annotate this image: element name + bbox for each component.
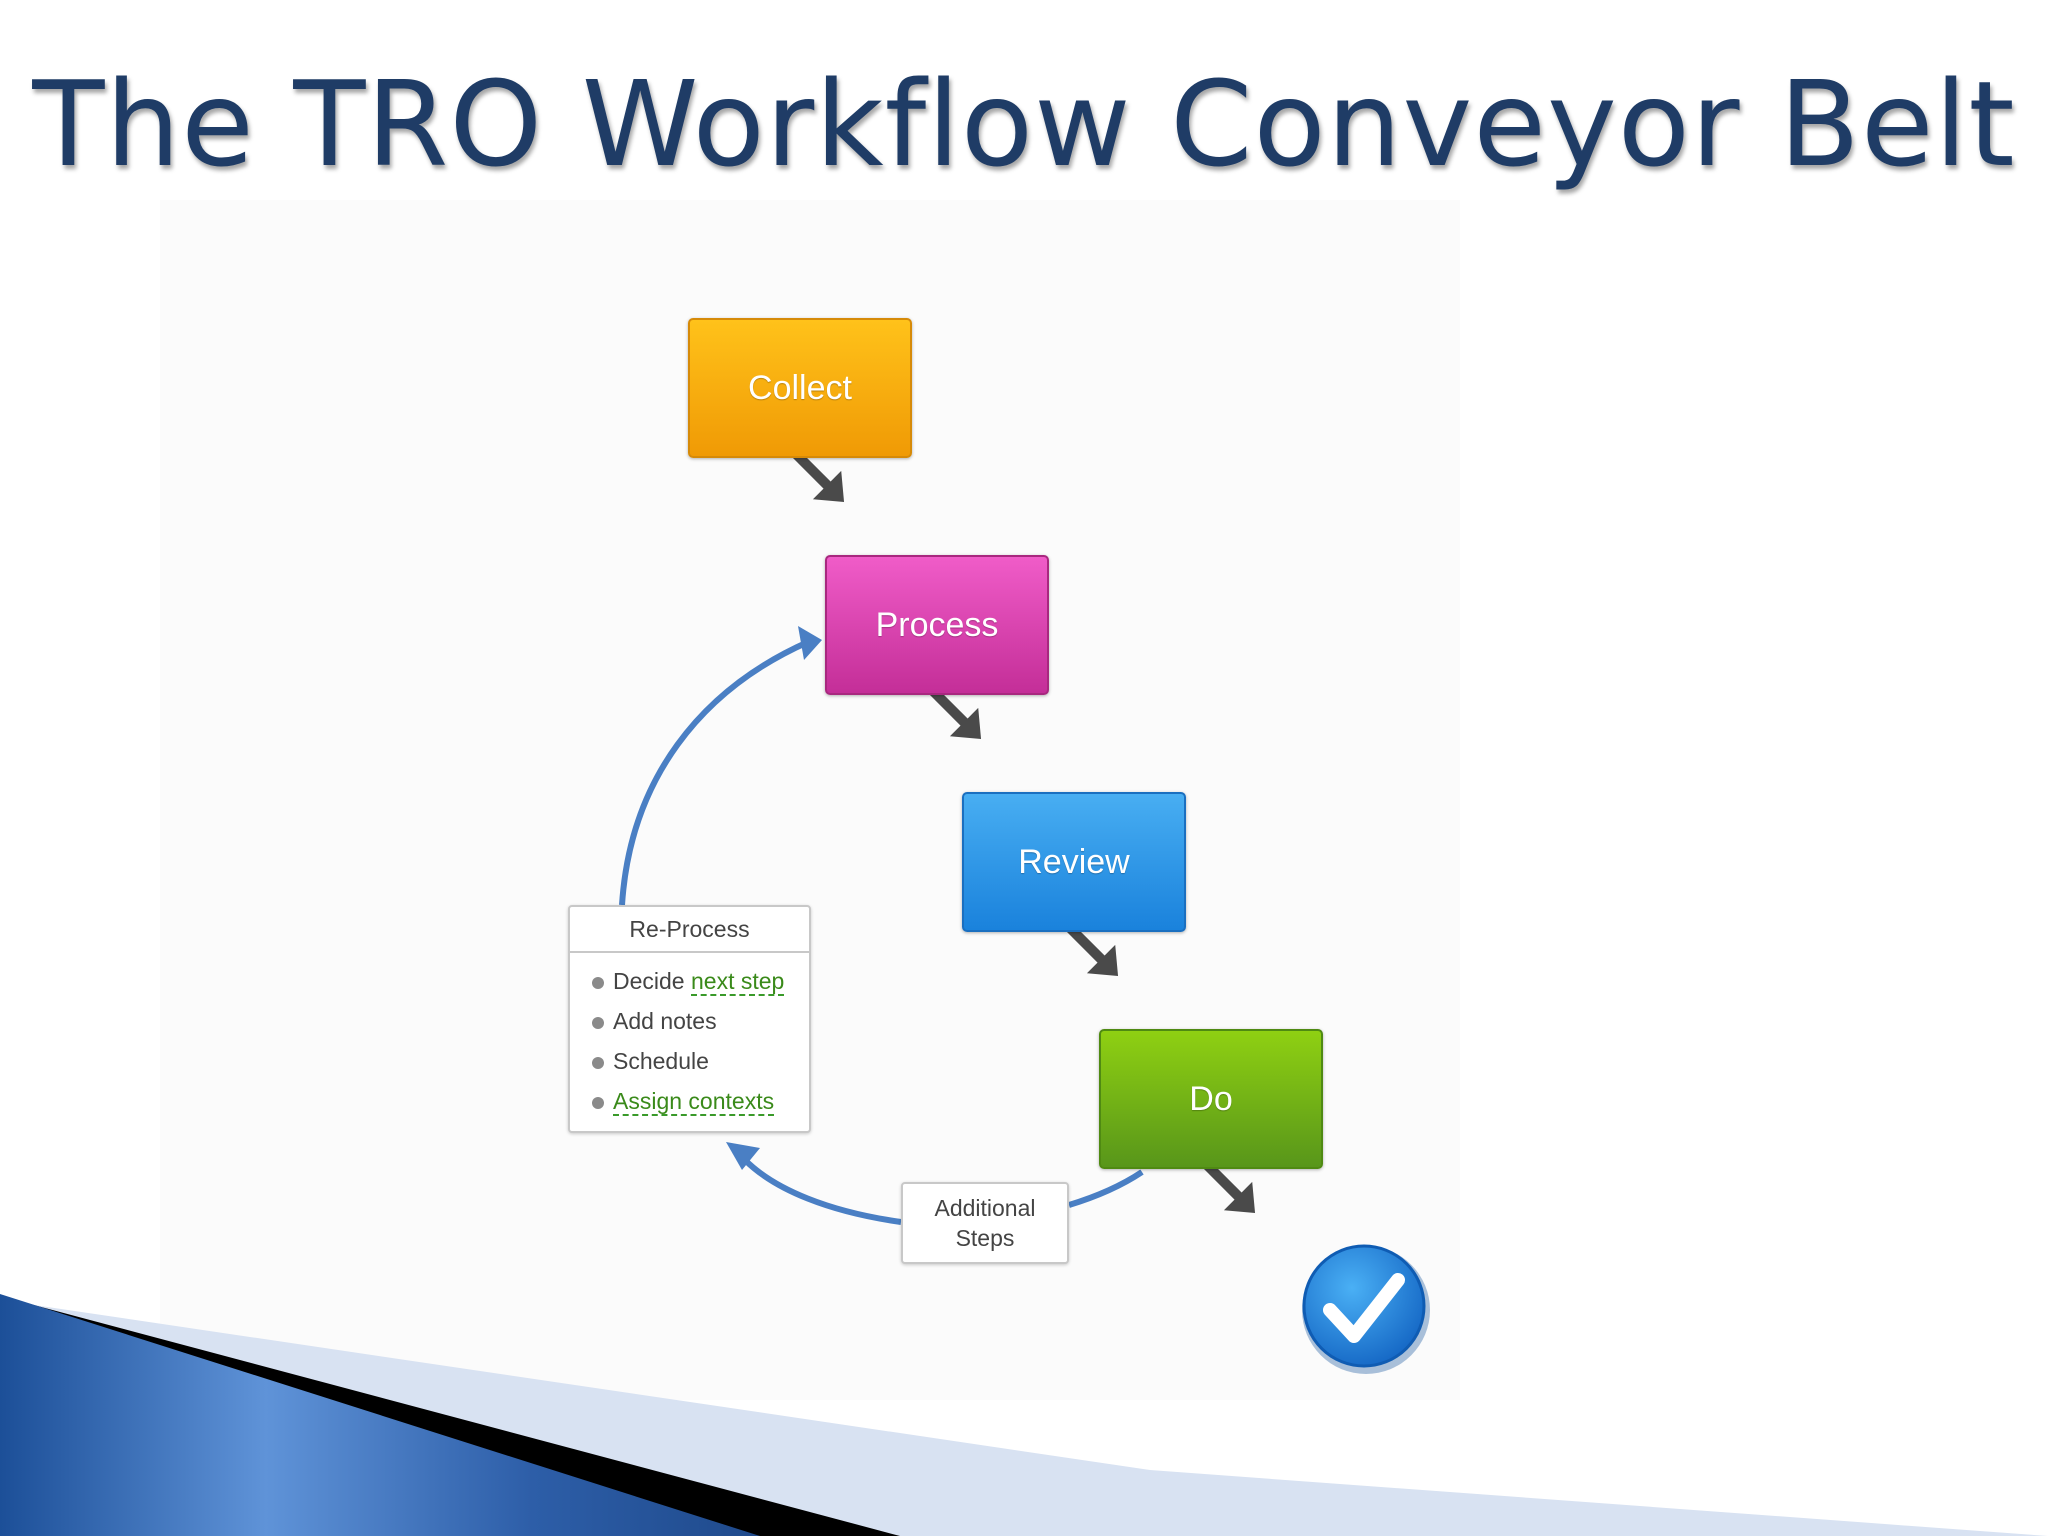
loop-arrow-additional-to-reprocess xyxy=(742,1157,902,1225)
step-process-label: Process xyxy=(875,605,999,644)
step-do: Do xyxy=(1099,1029,1323,1169)
loop-arrow-do-to-additional xyxy=(1068,1169,1144,1208)
bullet-icon xyxy=(592,1056,604,1069)
step-process: Process xyxy=(825,555,1049,695)
next-step-link[interactable]: next step xyxy=(690,968,785,996)
list-item: Decide next step xyxy=(592,961,809,1001)
step-collect-label: Collect xyxy=(748,368,852,407)
additional-steps-box: Additional Steps xyxy=(901,1182,1069,1264)
checkmark-icon xyxy=(1302,1244,1430,1374)
arrow-down-right-icon xyxy=(926,684,982,740)
list-item-text: Decide xyxy=(613,968,691,994)
bullet-icon xyxy=(592,976,604,989)
list-item: Assign contexts xyxy=(592,1081,809,1121)
reprocess-list: Decide next step Add notes Schedule Assi… xyxy=(570,953,809,1121)
slide-accent-wedge xyxy=(0,1294,760,1536)
additional-steps-line1: Additional xyxy=(934,1195,1036,1221)
step-collect: Collect xyxy=(688,318,912,458)
list-item: Add notes xyxy=(592,1001,809,1041)
loop-arrow-up xyxy=(619,639,810,906)
bullet-icon xyxy=(592,1016,604,1029)
list-item-text: Add notes xyxy=(613,1008,717,1034)
list-item: Schedule xyxy=(592,1041,809,1081)
step-review: Review xyxy=(962,792,1186,932)
loop-arrow-additional-head xyxy=(726,1142,760,1170)
additional-steps-line2: Steps xyxy=(955,1225,1015,1251)
arrow-down-right-icon xyxy=(1063,921,1119,977)
reprocess-box: Re-Process Decide next step Add notes Sc… xyxy=(568,905,811,1133)
list-item-text: Schedule xyxy=(613,1048,709,1074)
slide-title: The TRO Workflow Conveyor Belt xyxy=(32,55,2016,193)
arrow-down-right-icon xyxy=(1200,1158,1256,1214)
step-do-label: Do xyxy=(1189,1079,1233,1118)
loop-arrow-up-head xyxy=(798,626,822,660)
reprocess-title: Re-Process xyxy=(570,907,809,953)
step-review-label: Review xyxy=(1018,842,1130,881)
bullet-icon xyxy=(592,1096,604,1109)
arrow-down-right-icon xyxy=(789,447,845,503)
assign-contexts-link[interactable]: Assign contexts xyxy=(613,1088,775,1116)
